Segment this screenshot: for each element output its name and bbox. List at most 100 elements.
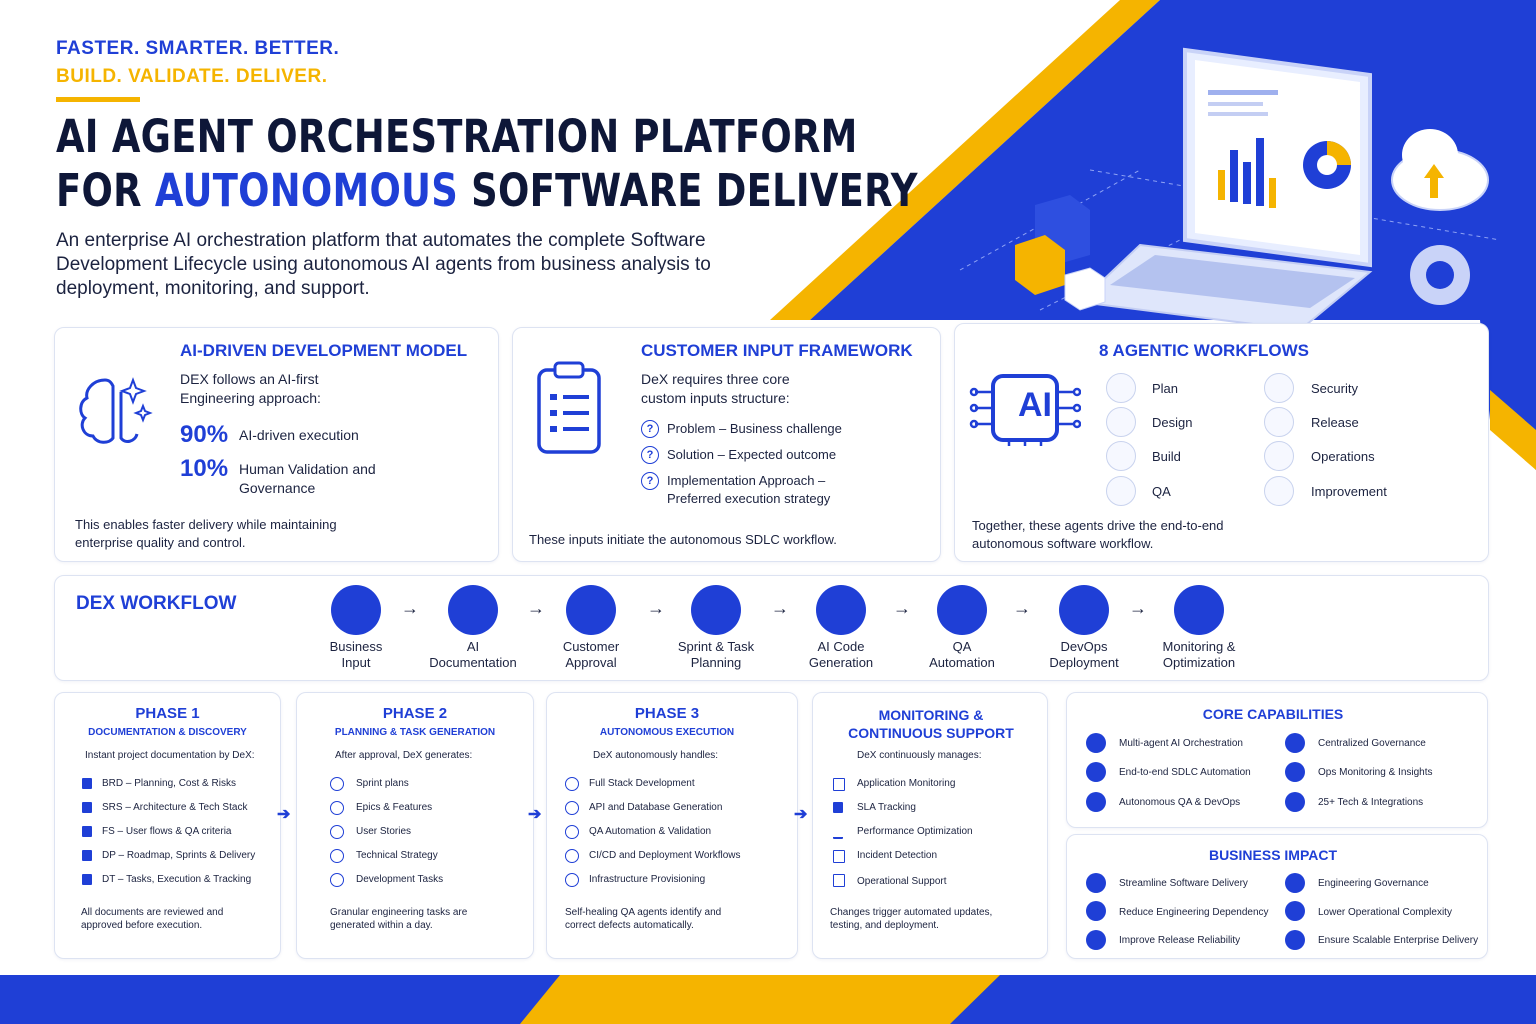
monitoring-item: Operational Support: [857, 876, 947, 887]
monitoring-title: MONITORING &CONTINUOUS SUPPORT: [813, 706, 1049, 742]
phase-3-footer-line1: Self-healing QA agents identify and: [565, 907, 722, 918]
workflows-footer: Together, these agents drive the end-to-…: [972, 518, 1224, 551]
phase-3-footer-line2: correct defects automatically.: [565, 920, 694, 931]
governance-icon: [1285, 733, 1305, 753]
question-icon: ?: [641, 446, 659, 464]
trend-icon: [833, 826, 843, 839]
step-label-line1: Business: [329, 639, 383, 654]
input-framework-title: CUSTOMER INPUT FRAMEWORK: [641, 341, 913, 360]
phase-3-item: Full Stack Development: [589, 778, 695, 789]
workflows-title: 8 AGENTIC WORKFLOWS: [1099, 341, 1309, 360]
magnifier-icon: [1106, 476, 1136, 506]
document-icon: [82, 850, 92, 861]
step-label-line2: Automation: [929, 655, 995, 670]
document-icon: [448, 585, 498, 635]
input-item-solution: Solution – Expected outcome: [667, 447, 837, 462]
monitor-icon: [833, 778, 845, 791]
engineering-governance-icon: [1285, 873, 1305, 893]
step-label-line1: DevOps: [1060, 639, 1108, 654]
arrow-right-icon: →: [893, 598, 911, 618]
shield-lock-icon: [1264, 373, 1294, 403]
automation-icon: [1086, 762, 1106, 782]
pencil-icon: [1106, 407, 1136, 437]
impact-item: Improve Release Reliability: [1119, 935, 1241, 946]
input-item-problem: Problem – Business challenge: [667, 421, 842, 436]
phase-2-item: Sprint plans: [356, 778, 409, 789]
phase-2-subtitle: PLANNING & TASK GENERATION: [334, 727, 496, 738]
monitoring-item: Incident Detection: [857, 850, 938, 861]
monitor-icon: [1174, 585, 1224, 635]
tagline-underline: [56, 97, 140, 102]
capability-item: Ops Monitoring & Insights: [1318, 767, 1433, 778]
complexity-icon: [1285, 901, 1305, 921]
input-framework-footer: These inputs initiate the autonomous SDL…: [529, 532, 837, 547]
shield-check-icon: [566, 585, 616, 635]
user-icon: [331, 585, 381, 635]
shield-check-icon: [937, 585, 987, 635]
core-capabilities-title: CORE CAPABILITIES: [1202, 706, 1344, 722]
phase-3-title: PHASE 3: [634, 705, 700, 722]
qa-devops-icon: [1086, 792, 1106, 812]
capability-item: Centralized Governance: [1318, 738, 1426, 749]
check-circle-icon: [565, 849, 579, 863]
dev-model-title: AI-DRIVEN DEVELOPMENT MODEL: [180, 341, 468, 360]
phase-arrow-icon: ➔: [277, 806, 291, 823]
title-line-2-prefix: FOR: [56, 164, 155, 217]
phase-3-item: Infrastructure Provisioning: [589, 874, 706, 885]
lead-paragraph: An enterprise AI orchestration platform …: [56, 230, 711, 299]
stat-human-value: 10%: [180, 455, 229, 482]
dev-model-intro: DEX follows an AI-first Engineering appr…: [180, 371, 321, 406]
phase-1-card: PHASE 1 DOCUMENTATION & DISCOVERY Instan…: [54, 692, 281, 959]
monitoring-item: SLA Tracking: [857, 802, 916, 813]
phase-2-item: Development Tasks: [356, 874, 444, 885]
tagline-secondary: BUILD. VALIDATE. DELIVER.: [56, 66, 328, 87]
title-highlight: AUTONOMOUS: [154, 164, 459, 217]
phase-arrow-icon: ➔: [528, 806, 542, 823]
brain-sparkle-icon: [79, 377, 153, 444]
capability-item: End-to-end SDLC Automation: [1119, 767, 1251, 778]
core-capabilities-card: CORE CAPABILITIES Multi-agent AI Orchest…: [1066, 692, 1488, 828]
check-circle-icon: [330, 849, 344, 863]
reliability-icon: [1086, 930, 1106, 950]
step-label-line2: Input: [341, 655, 371, 670]
impact-item: Streamline Software Delivery: [1119, 878, 1248, 889]
phase-3-item: API and Database Generation: [589, 802, 723, 813]
workflow-plan: Plan: [1152, 381, 1179, 396]
phase-2-intro: After approval, DeX generates:: [335, 750, 473, 761]
step-label-line1: QA: [952, 639, 972, 654]
step-label-line1: AI: [466, 639, 480, 654]
impact-item: Ensure Scalable Enterprise Delivery: [1318, 935, 1479, 946]
phase-arrow-icon: ➔: [794, 806, 808, 823]
step-label-line1: Customer: [562, 639, 620, 654]
megaphone-icon: [1059, 585, 1109, 635]
clipboard-list-icon: [691, 585, 741, 635]
phase-2-card: PHASE 2 PLANNING & TASK GENERATION After…: [296, 692, 534, 959]
impact-item: Engineering Governance: [1318, 878, 1429, 889]
code-icon: [1106, 441, 1136, 471]
check-circle-icon: [330, 777, 344, 791]
stat-human-label: Human Validation and Governance: [239, 461, 376, 496]
calendar-icon: [1106, 373, 1136, 403]
input-item-implementation: Implementation Approach – Preferred exec…: [667, 473, 831, 506]
question-icon: ?: [641, 472, 659, 490]
lock-icon: [833, 874, 845, 887]
page-title: AI AGENT ORCHESTRATION PLATFORM FOR AUTO…: [56, 110, 918, 218]
arrow-right-icon: →: [527, 598, 545, 618]
stat-ai-label: AI-driven execution: [239, 427, 359, 443]
question-icon: ?: [641, 420, 659, 438]
phase-2-footer-line1: Granular engineering tasks are: [330, 907, 468, 918]
check-circle-icon: [565, 825, 579, 839]
step-label-line2: Documentation: [429, 655, 517, 670]
arrow-right-icon: →: [647, 598, 665, 618]
check-circle-icon: [330, 801, 344, 815]
step-label-line2: Optimization: [1162, 655, 1236, 670]
capability-item: Multi-agent AI Orchestration: [1119, 738, 1243, 749]
phase-1-footer-line1: All documents are reviewed and: [81, 907, 224, 918]
integrations-icon: [1285, 792, 1305, 812]
